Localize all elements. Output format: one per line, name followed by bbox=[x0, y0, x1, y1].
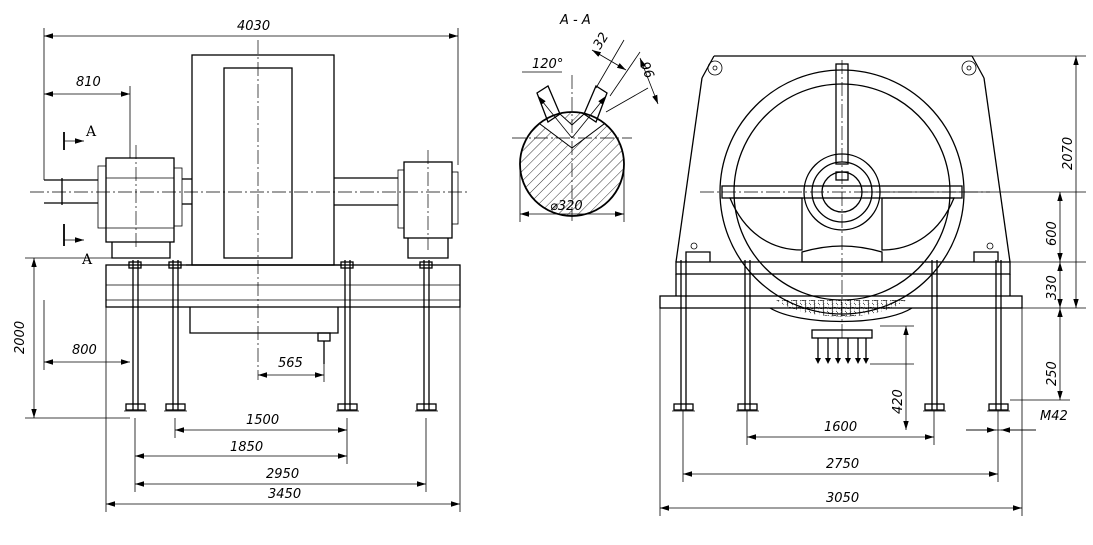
dim-shaft-end: 810 bbox=[76, 75, 101, 90]
dim-base-height: 330 bbox=[1045, 275, 1060, 300]
dim-diameter: ⌀320 bbox=[550, 199, 583, 214]
side-view bbox=[659, 55, 1086, 516]
section-marker-lower: A bbox=[81, 252, 93, 268]
dim-left-offset: 800 bbox=[72, 343, 97, 358]
dim-bolts-outer: 2950 bbox=[266, 467, 299, 482]
anchor-bolts-side bbox=[672, 260, 1010, 412]
section-title: A - A bbox=[559, 13, 591, 28]
dim-angle: 120° bbox=[532, 57, 563, 72]
dim-total-height: 2070 bbox=[1061, 137, 1076, 170]
motor-housing bbox=[191, 54, 335, 266]
dim-key-width: 32 bbox=[591, 30, 612, 52]
dim-terminal-depth: 420 bbox=[891, 389, 906, 414]
base-frame bbox=[105, 264, 461, 308]
dim-bolts-mid: 1850 bbox=[230, 440, 263, 455]
dim-bolts-inner: 1500 bbox=[246, 413, 279, 428]
dim-bolts-inner-side: 1600 bbox=[824, 420, 857, 435]
dim-below-base: 250 bbox=[1045, 361, 1060, 386]
section-view bbox=[512, 39, 659, 224]
dim-key-depth: 96 bbox=[636, 60, 656, 81]
section-marker-upper: A bbox=[85, 124, 97, 140]
dim-overall-length: 4030 bbox=[237, 19, 270, 34]
dim-bolts-outer-side: 2750 bbox=[826, 457, 859, 472]
left-bearing bbox=[105, 157, 175, 243]
terminal-leads bbox=[815, 338, 869, 364]
dim-terminal-offset: 565 bbox=[278, 356, 303, 371]
dim-base-length: 3450 bbox=[268, 487, 301, 502]
dim-height: 2000 bbox=[13, 321, 28, 354]
dim-axis-height: 600 bbox=[1045, 221, 1060, 246]
anchor-bolts-front bbox=[124, 260, 438, 412]
dim-bolt-size: M42 bbox=[1040, 409, 1068, 424]
front-view bbox=[25, 28, 470, 512]
dim-base-width: 3050 bbox=[826, 491, 859, 506]
